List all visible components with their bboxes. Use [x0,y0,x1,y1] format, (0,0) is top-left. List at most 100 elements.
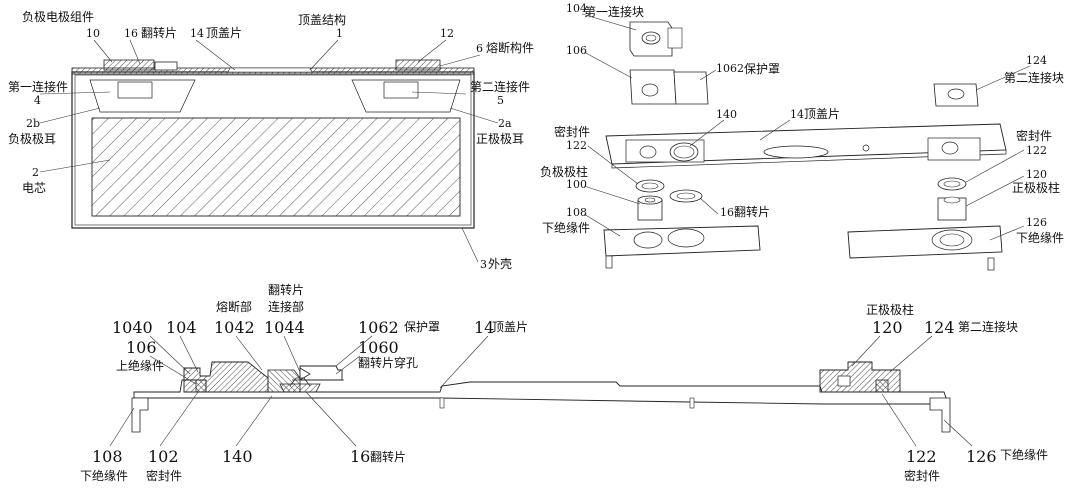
protective-cover [673,71,709,105]
label-neg-pole: 负极极柱 [540,164,588,179]
label-n1040: 1040 [112,318,153,337]
label-n120-3: 120 [872,318,903,337]
label-n3: 3 [480,258,487,271]
label-n102: 102 [148,447,179,466]
label-n140-3: 140 [222,447,253,466]
label-neg-tab: 负极极耳 [8,132,56,146]
negative-terminal [103,59,155,71]
label-n126-3: 126 [966,447,997,466]
figure-2-exploded-view: 104 第一连接块 106 1062 保护罩 124 第二连接块 密封件 140… [540,2,1064,271]
label-n104-3: 104 [166,318,197,337]
label-n2a: 2a [498,117,512,130]
label-top-cover-structure: 顶盖结构 [298,12,346,27]
label-seal-right: 密封件 [1016,128,1052,143]
label-n16: 16 [124,27,138,40]
label-n108: 108 [566,206,587,219]
label-cell-core: 电芯 [22,181,46,195]
label-seal-left-3: 密封件 [146,468,182,483]
label-top-cover-sheet-3: 顶盖片 [492,320,528,334]
label-protective-cover-3: 保护罩 [404,320,440,334]
label-second-connect-block: 第二连接块 [1004,70,1064,85]
label-second-connect-block-3: 第二连接块 [958,319,1018,334]
label-n124: 124 [1026,54,1047,67]
label-neg-electrode-assembly: 负极电极组件 [22,10,94,24]
lower-insulator-right-part [847,225,1003,271]
label-flip-sheet-3: 翻转片 [370,449,406,464]
figure-3-top-cover-section: 1040 104 熔断部 1042 翻转片 连接部 1044 1062 保护罩 … [80,282,1048,483]
flip-sheet-cover [154,61,178,71]
label-n12: 12 [440,27,454,40]
label-n108-3: 108 [92,447,123,466]
label-n100: 100 [566,178,587,191]
label-first-connector: 第一连接件 [8,79,68,94]
label-lower-insulator-right: 下绝缘件 [1016,230,1064,245]
label-n106-3: 106 [126,338,157,357]
flip-sheet-section [279,383,321,393]
lower-insulator-left-section [131,397,149,433]
positive-seal-and-pole [937,177,967,221]
protective-cover-section [299,365,343,381]
label-pos-pole: 正极极柱 [1012,180,1060,195]
label-protective-cover: 保护罩 [744,62,780,76]
flip-sheet-part [669,189,703,203]
figure-1-battery-section: 负极电极组件 10 16 翻转片 14 顶盖片 顶盖结构 1 12 6 熔断构件… [8,10,534,271]
label-n16-2: 16 [720,206,734,219]
label-shell: 外壳 [488,257,512,271]
label-n106: 106 [566,44,587,57]
lower-insulator-left-part [603,225,761,269]
label-n1: 1 [336,27,343,40]
label-flip-connect-1: 翻转片 [268,282,304,297]
label-n122b: 122 [1026,144,1047,157]
label-n104: 104 [566,2,587,15]
label-n1062-3: 1062 [358,318,399,337]
seal-left-section [195,379,207,393]
label-n14: 14 [190,27,204,40]
lower-insulator-right-section [929,397,951,433]
label-top-cover-sheet: 顶盖片 [206,26,242,40]
label-n126: 126 [1026,216,1047,229]
top-cover-sheet-part [605,123,1007,169]
label-pos-tab: 正极极耳 [476,132,524,146]
label-first-connect-block: 第一连接块 [584,4,644,19]
label-n2: 2 [32,166,39,179]
seal-right-section [875,379,889,393]
label-n14: 14 [790,108,804,121]
label-n4: 4 [34,94,41,107]
negative-seal-and-pole [635,179,665,221]
label-flip-sheet-2: 翻转片 [734,204,770,219]
label-fuse-part: 熔断部 [216,299,252,314]
label-n1060: 1060 [358,338,399,357]
label-flip-connect-2: 连接部 [268,299,304,314]
label-seal-right-3: 密封件 [904,468,940,483]
label-n122a: 122 [566,139,587,152]
label-second-connector: 第二连接件 [470,79,530,94]
label-top-cover-sheet-2: 顶盖片 [804,107,840,121]
label-n2b: 2b [26,117,40,130]
label-n16-3: 16 [350,447,370,466]
label-upper-insulator: 上绝缘件 [116,358,164,373]
positive-terminal [395,59,441,71]
upper-insulator-and-cover [629,69,709,105]
label-n140: 140 [716,108,737,121]
first-connect-block [629,21,683,57]
label-n10: 10 [86,27,100,40]
label-pos-pole-3: 正极极柱 [866,302,914,317]
label-n1042: 1042 [214,318,255,337]
label-n1044: 1044 [264,318,305,337]
label-lower-insulator-left-3: 下绝缘件 [80,468,128,483]
label-n1062: 1062 [716,62,744,75]
label-flip-sheet: 翻转片 [141,25,177,40]
label-seal-left: 密封件 [554,124,590,139]
label-n122-3: 122 [906,447,937,466]
label-n14-3: 14 [474,318,494,337]
label-flip-hole: 翻转片穿孔 [358,355,418,370]
label-n6: 6 [476,42,483,55]
label-n120: 120 [1026,168,1047,181]
label-n124-3: 124 [924,318,955,337]
label-lower-insulator-right-3: 下绝缘件 [1000,447,1048,462]
second-connect-block [933,83,979,107]
cell-core [91,117,461,217]
label-fuse-member: 熔断构件 [486,40,534,55]
label-lower-insulator-left: 下绝缘件 [542,220,590,235]
